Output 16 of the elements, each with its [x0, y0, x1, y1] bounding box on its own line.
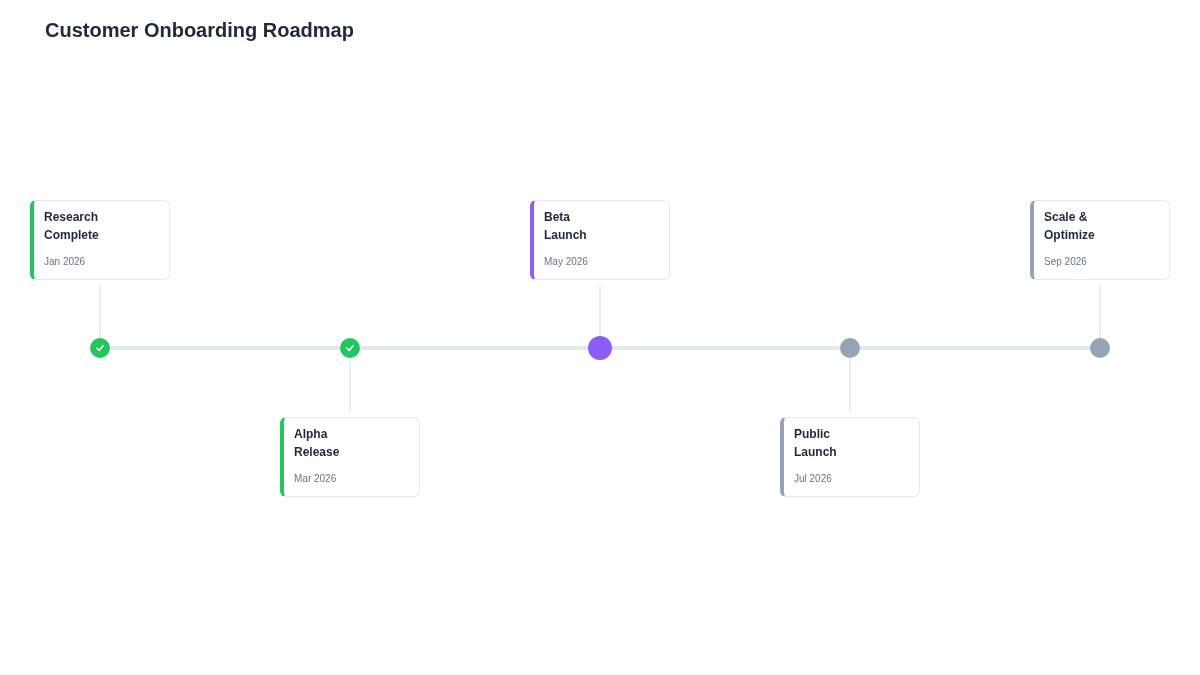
milestone-date: Mar 2026	[294, 472, 338, 486]
milestone-card	[780, 417, 920, 497]
milestone-card	[280, 417, 420, 497]
milestone-date: May 2026	[544, 255, 589, 269]
milestone-title: Beta Launch	[544, 209, 588, 244]
milestone-title: Scale & Optimize	[1044, 209, 1096, 244]
milestone-title: Public Launch	[794, 426, 838, 461]
diagram-title: Customer Onboarding Roadmap	[45, 18, 354, 43]
milestone-date: Jul 2026	[794, 472, 833, 486]
milestone-card	[1030, 200, 1170, 280]
milestone-card	[530, 200, 670, 280]
milestone-date: Sep 2026	[1044, 255, 1088, 269]
milestone-date: Jan 2026	[44, 255, 87, 269]
milestone-title: Research Complete	[44, 209, 100, 244]
milestone-card	[30, 200, 170, 280]
milestone-title: Alpha Release	[294, 426, 341, 461]
